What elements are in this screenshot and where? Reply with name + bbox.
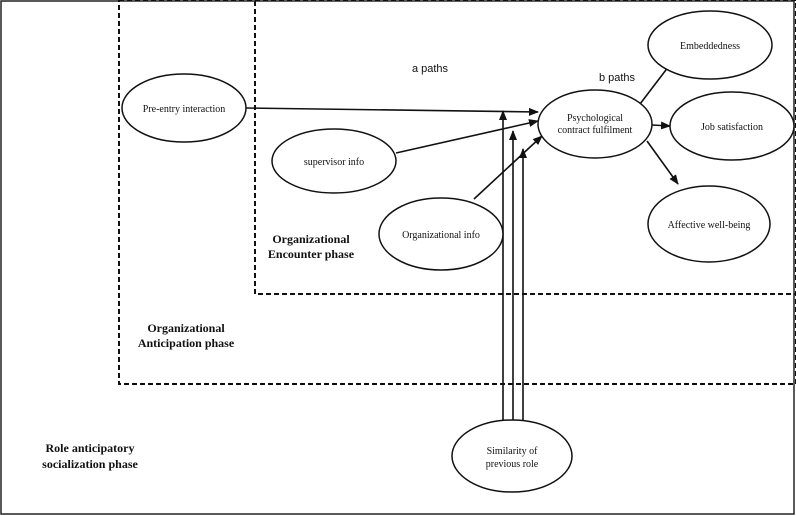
role-phase-line2: socialization phase bbox=[42, 457, 138, 471]
anticipation-phase-line1: Organizational bbox=[147, 321, 225, 335]
role-phase-line1: Role anticipatory bbox=[46, 441, 135, 455]
label-psych-line2: contract fulfilment bbox=[558, 125, 633, 136]
node-embeddedness bbox=[647, 10, 773, 80]
label-similarity-line1: Similarity of bbox=[487, 446, 539, 457]
node-pre-entry bbox=[121, 73, 247, 143]
node-similarity bbox=[451, 419, 573, 493]
label-job-satisfaction: Job satisfaction bbox=[701, 122, 763, 133]
label-supervisor: supervisor info bbox=[304, 157, 364, 168]
label-pre-entry: Pre-entry interaction bbox=[143, 104, 225, 115]
label-a-paths: a paths bbox=[412, 63, 449, 75]
encounter-phase-line2: Encounter phase bbox=[268, 247, 355, 261]
anticipation-phase-line2: Anticipation phase bbox=[138, 336, 235, 350]
arrow-orginfo-to-psych bbox=[473, 135, 543, 200]
encounter-phase-box bbox=[254, 0, 796, 295]
label-b-paths: b paths bbox=[599, 72, 636, 84]
label-organizational-info: Organizational info bbox=[402, 230, 480, 241]
node-organizational-info bbox=[378, 197, 504, 271]
arrow-psych-to-job-satisfaction bbox=[651, 121, 671, 130]
node-supervisor bbox=[271, 128, 397, 194]
anticipation-phase-box bbox=[118, 0, 796, 385]
encounter-phase-line1: Organizational bbox=[272, 232, 350, 246]
arrow-psych-to-affective bbox=[646, 140, 679, 185]
arrow-pre-entry-to-psych bbox=[244, 107, 539, 116]
arrow-supervisor-to-psych bbox=[395, 119, 539, 154]
label-affective: Affective well-being bbox=[668, 220, 751, 231]
label-psych-line1: Psychological bbox=[567, 113, 623, 124]
label-similarity-line2: previous role bbox=[486, 459, 539, 470]
node-affective bbox=[647, 185, 771, 263]
node-job-satisfaction bbox=[669, 91, 795, 161]
label-embeddedness: Embeddedness bbox=[680, 41, 740, 52]
node-psych-contract bbox=[537, 89, 653, 159]
